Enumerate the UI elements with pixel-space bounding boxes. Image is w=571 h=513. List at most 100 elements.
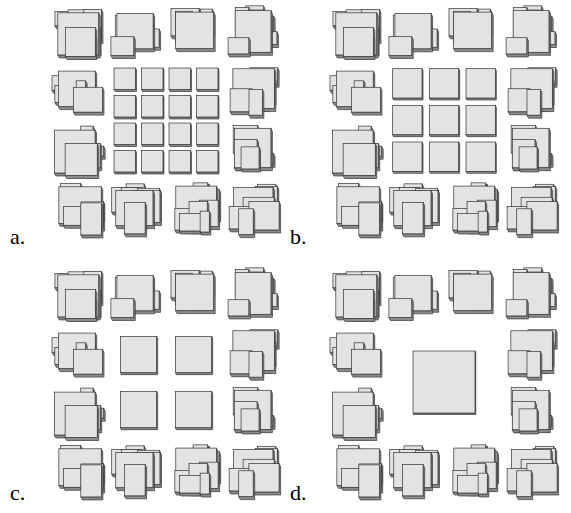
building-side [389,299,413,321]
building-top [142,151,163,172]
building-top [478,211,487,232]
building-side [527,89,542,118]
building-cluster [453,183,499,235]
building-top [429,142,458,171]
building-cluster [54,126,105,178]
building-top [393,69,422,98]
building-top [517,471,531,497]
building-side [239,209,255,238]
building-cluster [390,446,440,499]
building-side [114,151,136,174]
building-cluster [390,184,440,237]
building-side [478,473,489,497]
building-cluster [230,68,279,118]
building-side [114,123,136,146]
building-side [429,105,459,136]
building-side [343,143,377,178]
building-cluster [52,71,104,115]
building-side [234,140,258,171]
building-top [506,300,527,316]
building-top [519,147,537,169]
building-top [478,473,487,494]
building-side [228,300,250,319]
building-side [343,290,374,322]
building-cluster [507,446,558,499]
building-side [65,28,96,60]
building-side [454,274,494,313]
building-side [429,142,459,173]
building-side [332,392,374,438]
building-top [249,351,262,377]
building-cluster [330,333,382,377]
building-cluster [332,126,383,178]
panel-label: b. [290,226,307,248]
building-side [197,151,219,174]
building-cluster [228,268,278,319]
building-side [200,211,211,235]
building-side [389,37,413,59]
building-top [228,38,249,54]
building-top [176,274,214,310]
building-cluster [389,276,439,321]
urban-panel [52,6,281,238]
building-top [197,96,218,117]
building-side [228,38,250,57]
building-top [402,203,423,234]
building-side [402,465,424,499]
building-top [239,209,253,235]
building-top [343,290,373,319]
building-side [200,473,211,497]
building-side [336,275,378,320]
central-cubes [114,68,219,174]
building-side [241,409,260,434]
building-side [413,351,476,415]
building-top [239,471,253,497]
urban-panel [330,268,559,500]
building-top [393,105,422,134]
building-top [466,69,495,98]
building-top [508,351,530,374]
panel-label: c. [10,482,25,504]
building-cluster [111,276,161,321]
building-top [142,68,163,89]
building-top [124,203,145,234]
building-top [506,38,527,54]
building-top [200,473,209,494]
building-side [351,87,381,115]
building-top [230,351,252,374]
building-side [175,336,212,374]
building-top [142,96,163,117]
building-top [393,142,422,171]
building-cluster [111,14,161,59]
building-side [519,409,538,434]
building-side [359,203,381,238]
central-cubes [393,69,497,174]
building-top [175,336,211,372]
building-top [111,37,134,56]
building-cluster [506,6,556,57]
building-side [249,351,264,380]
building-side [478,211,489,235]
building-side [114,68,136,91]
building-side [54,130,96,176]
building-side [343,28,374,60]
building-top [81,203,102,235]
building-side [176,12,216,51]
building-cluster [337,183,383,237]
building-cluster [337,445,383,499]
building-side [393,105,423,136]
building-side [58,275,100,320]
building-top [527,89,540,115]
building-side [235,390,273,432]
building-side [120,391,157,429]
building-cluster [54,388,105,440]
building-side [142,96,164,119]
building-side [142,123,164,146]
building-cluster [175,183,221,235]
building-cluster [171,271,215,314]
building-side [506,38,528,57]
building-cluster [59,183,105,237]
building-cluster [233,387,275,434]
building-top [359,203,380,235]
